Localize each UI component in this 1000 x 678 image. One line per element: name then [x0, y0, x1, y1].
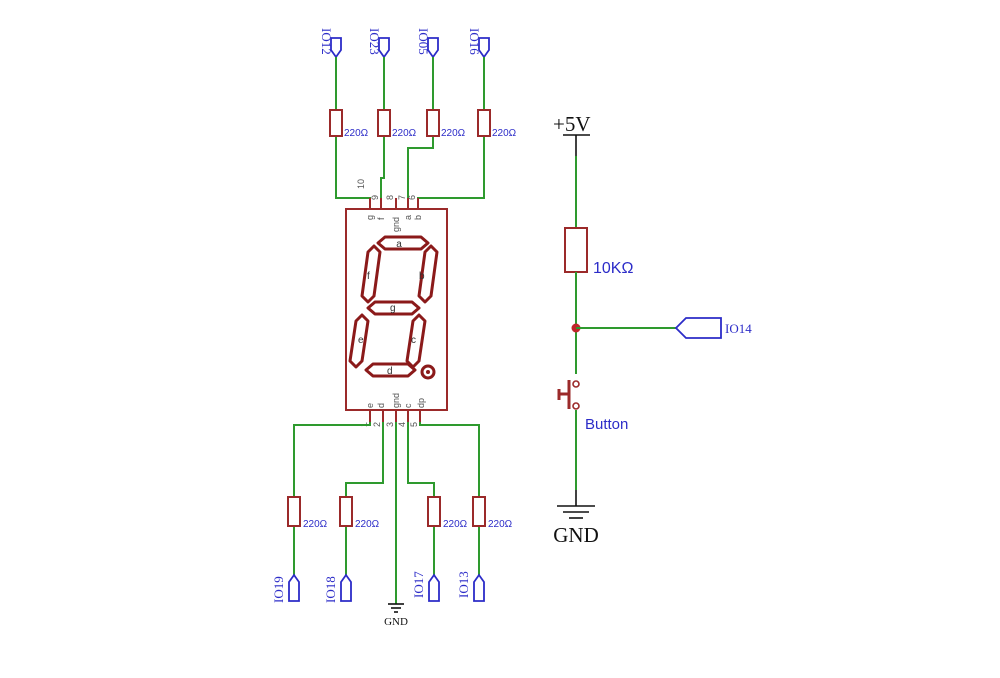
top-resistor-1-value: 220Ω	[344, 128, 369, 139]
top-resistor-3: 220Ω	[426, 109, 466, 139]
display-top-pin-num-4: 7	[397, 195, 407, 200]
bottom-resistor-1: 220Ω	[287, 496, 328, 530]
segment-g-label: g	[390, 303, 396, 314]
display-top-pin-name-3: gnd	[391, 217, 401, 232]
bottom-resistor-3: 220Ω	[427, 496, 468, 530]
display-ground-symbol: GND	[384, 603, 408, 628]
top-resistor-4-value: 220Ω	[492, 128, 517, 139]
display-bottom-pin-num-3: 3	[385, 422, 395, 427]
top-net-port-2: IO23	[367, 28, 390, 59]
bottom-resistor-4-value: 220Ω	[488, 519, 513, 530]
segment-d-label: d	[387, 366, 393, 377]
segment-f-label: f	[367, 271, 370, 282]
segment-b-label: b	[419, 271, 425, 282]
segment-d	[364, 362, 417, 378]
button-gnd-label: GND	[553, 523, 599, 547]
segment-a-label: a	[396, 239, 402, 250]
bottom-wires	[293, 422, 480, 604]
display-top-pin-name-2: f	[376, 217, 386, 220]
segment-g	[366, 300, 421, 316]
segment-c-label: c	[411, 335, 416, 346]
seven-segment-display: 10 9 8 7 6 g f gnd a b a b c d e f g e d…	[345, 179, 448, 427]
display-top-pin-num-5: 6	[407, 195, 417, 200]
segment-e-label: e	[358, 335, 364, 346]
top-resistor-1: 220Ω	[329, 109, 369, 139]
top-resistor-2-value: 220Ω	[392, 128, 417, 139]
display-top-pin-num-2: 9	[370, 195, 380, 200]
push-button	[557, 380, 580, 410]
button-label: Button	[585, 416, 628, 433]
top-net-label-3: IO05	[416, 28, 431, 55]
bottom-net-label-3: IO17	[411, 571, 426, 598]
segment-dp	[420, 364, 436, 380]
segment-c	[405, 313, 427, 369]
bottom-resistor-3-value: 220Ω	[443, 519, 468, 530]
top-net-label-1: IO12	[319, 28, 334, 55]
display-top-pin-name-5: b	[413, 215, 423, 220]
top-net-label-2: IO23	[367, 28, 382, 55]
display-bottom-pin-name-2: d	[376, 403, 386, 408]
io14-port	[674, 317, 722, 339]
bottom-resistor-2: 220Ω	[339, 496, 380, 530]
bottom-net-port-2: IO18	[323, 573, 352, 603]
top-net-label-4: IO16	[467, 28, 482, 55]
bottom-net-label-4: IO13	[456, 571, 471, 598]
display-bottom-pin-name-5: dp	[416, 398, 426, 408]
bottom-net-port-1: IO19	[271, 573, 300, 603]
display-bottom-pin-num-2: 2	[372, 422, 382, 427]
display-bottom-pin-num-5: 5	[409, 422, 419, 427]
top-resistor-4: 220Ω	[477, 109, 517, 139]
display-bottom-pin-name-4: c	[403, 403, 413, 408]
display-bottom-pin-num-4: 4	[397, 422, 407, 427]
segment-a	[376, 235, 430, 251]
bottom-net-port-3: IO17	[411, 571, 440, 602]
display-top-pin-num-3: 8	[385, 195, 395, 200]
display-top-pin-name-1: g	[365, 215, 375, 220]
top-resistor-2: 220Ω	[377, 109, 417, 139]
segment-e	[348, 313, 370, 369]
display-top-pin-num-1: 10	[356, 179, 366, 189]
display-gnd-label: GND	[384, 616, 408, 628]
display-bottom-pin-name-1: e	[365, 403, 375, 408]
bottom-net-port-4: IO13	[456, 571, 485, 602]
segment-f	[360, 244, 382, 304]
top-resistor-3-value: 220Ω	[441, 128, 466, 139]
bottom-resistor-4: 220Ω	[472, 496, 513, 530]
button-circuit: +5V 10KΩ IO14 Button GND	[553, 112, 752, 547]
supply-label: +5V	[553, 112, 591, 136]
bottom-net-label-2: IO18	[323, 576, 338, 603]
bottom-resistor-1-value: 220Ω	[303, 519, 328, 530]
pullup-resistor	[564, 227, 588, 273]
io14-label: IO14	[725, 321, 752, 336]
top-net-port-4: IO16	[467, 28, 490, 59]
display-bottom-pin-name-3: gnd	[391, 393, 401, 408]
top-net-port-3: IO05	[416, 28, 439, 59]
pullup-value: 10KΩ	[593, 260, 633, 277]
top-net-port-1: IO12	[319, 28, 342, 59]
bottom-resistor-2-value: 220Ω	[355, 519, 380, 530]
bottom-net-label-1: IO19	[271, 576, 286, 603]
display-top-pin-name-4: a	[403, 215, 413, 220]
segment-b	[417, 244, 439, 304]
